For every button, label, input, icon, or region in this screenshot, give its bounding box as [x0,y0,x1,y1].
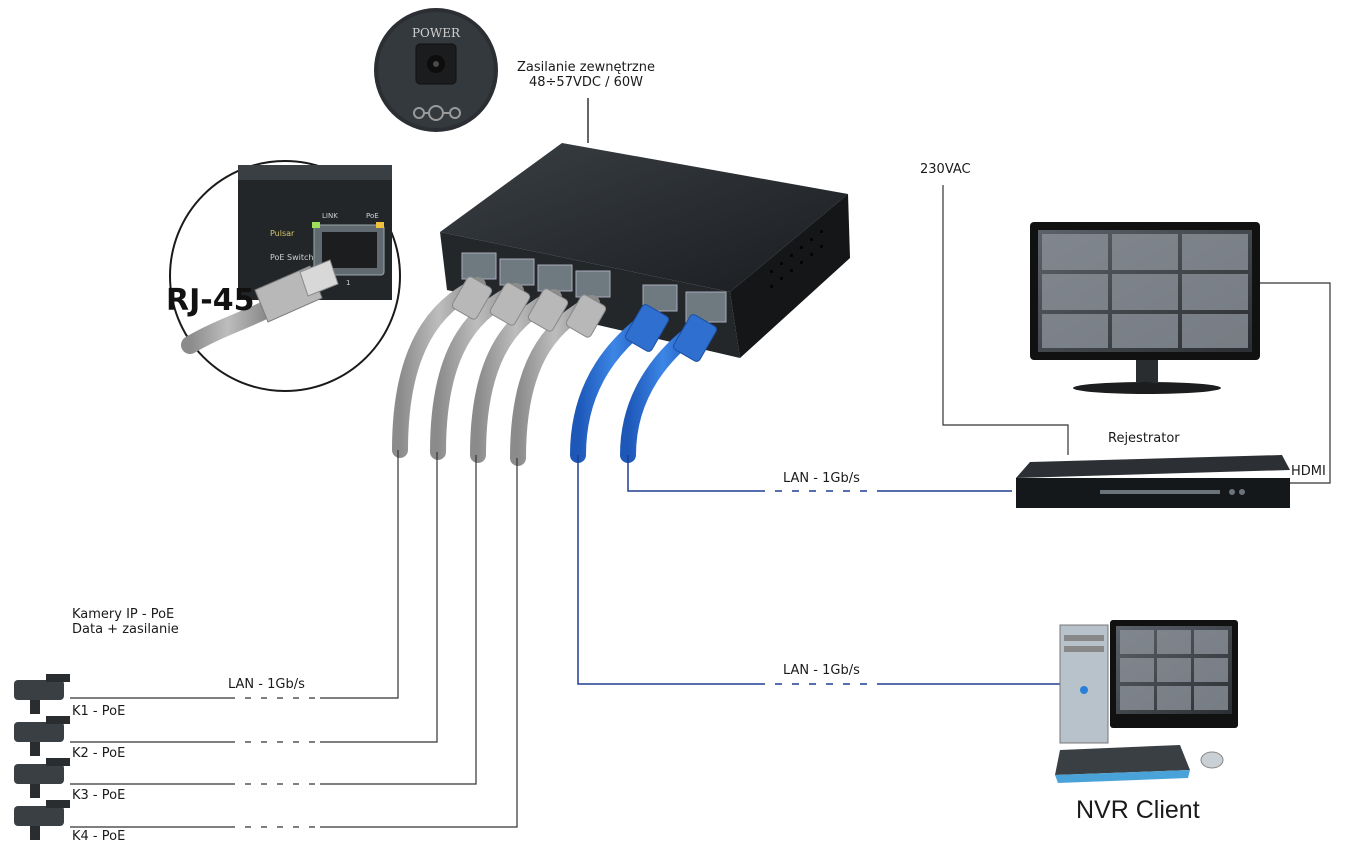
ip-camera [14,800,70,840]
camera-k2-label: K2 - PoE [72,746,126,761]
recorder-device [1016,455,1290,508]
cameras-title-line1: Kamery IP - PoE [72,607,175,622]
keyboard [1055,745,1190,783]
poe-cables [392,276,607,466]
cameras-title-line2: Data + zasilanie [72,621,179,637]
inset-led-link: LINK [322,212,338,220]
ip-camera [14,716,70,756]
power-jack-label: POWER [412,26,461,40]
camera-lan-label: LAN - 1Gb/s [228,677,305,692]
camera-line-dashes [235,696,320,829]
inset-brand: Pulsar [270,229,295,238]
polarity-icon [413,105,461,121]
uplink-cables [570,304,718,463]
inset-led-poe: PoE [366,212,379,220]
camera-k4-label: K4 - PoE [72,829,126,844]
camera-k3-label: K3 - PoE [72,788,126,803]
ip-camera [14,758,70,798]
power-spec-label: Zasilanie zewnętrzne 48÷57VDC / 60W [506,60,666,91]
client-lan-label: LAN - 1Gb/s [783,663,860,678]
ip-camera [14,674,70,714]
rj45-label: RJ-45 [166,283,254,318]
camera-k1-label: K1 - PoE [72,704,126,719]
pc-monitor [1110,620,1238,728]
power-jack-inset [374,8,498,132]
mains-lines [942,185,1331,484]
hdmi-label: HDMI [1291,464,1326,479]
nvr-client-label: NVR Client [1076,796,1200,824]
recorder-label: Rejestrator [1108,431,1180,446]
vent-grille [770,230,823,288]
power-spec-line1: Zasilanie zewnętrzne [516,60,655,75]
monitor [1030,222,1260,394]
inset-device: PoE Switch [270,253,313,262]
poe-switch [440,143,850,358]
mains-label: 230VAC [920,162,971,177]
pc-tower [1059,624,1109,744]
mouse [1200,751,1224,769]
rj45-inset [169,160,401,392]
inset-port-number: 1 [346,279,350,287]
camera-lines [70,450,518,828]
cameras-title: Kamery IP - PoE Data + zasilanie [72,607,179,638]
lan-lines [577,455,1060,686]
recorder-lan-label: LAN - 1Gb/s [783,471,860,486]
power-spec-line2: 48÷57VDC / 60W [529,74,643,90]
